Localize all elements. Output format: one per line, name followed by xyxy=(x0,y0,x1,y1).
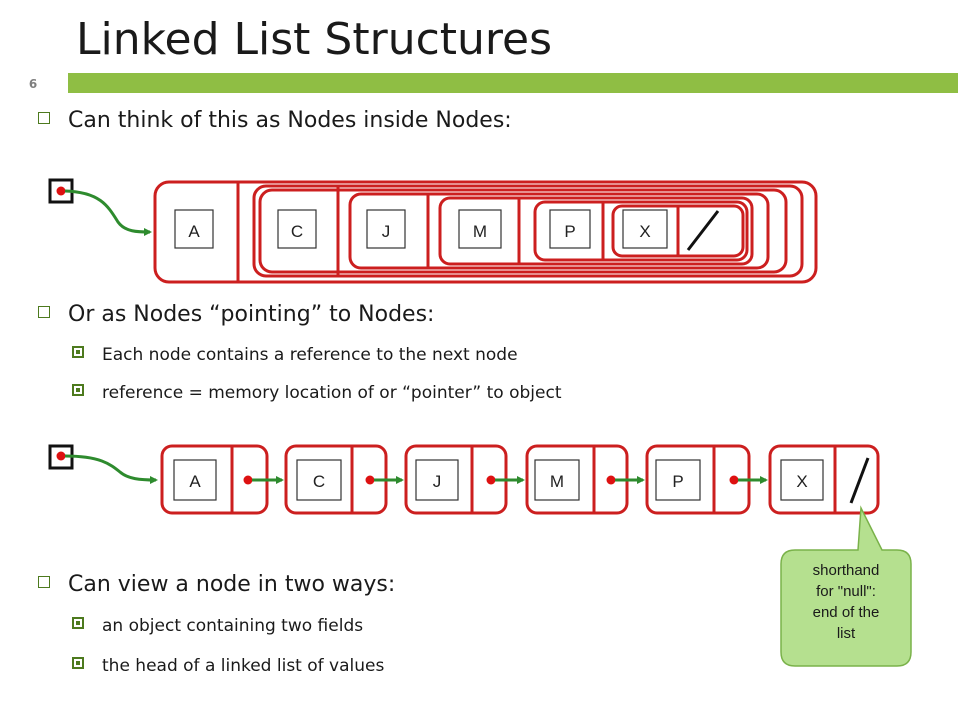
null-callout xyxy=(780,505,912,667)
pointer-diagram: A C J M xyxy=(48,444,880,515)
callout-line: shorthand xyxy=(812,562,880,579)
bullet-text: reference = memory location of or “point… xyxy=(102,383,562,403)
callout-line: list xyxy=(836,625,856,642)
bullet-text: Can think of this as Nodes inside Nodes: xyxy=(68,108,512,133)
value-box-P: P xyxy=(549,209,591,249)
null-slash-icon xyxy=(686,210,720,251)
value-label: J xyxy=(382,222,391,241)
callout-text: shorthand for "null": end of the list xyxy=(781,560,911,644)
value-label: X xyxy=(796,472,807,491)
head-arrow xyxy=(64,189,152,236)
callout-line: end of the xyxy=(812,604,880,621)
sub-bullet-square-icon xyxy=(72,657,84,669)
sub-bullet-square-icon xyxy=(72,346,84,358)
value-label: M xyxy=(473,222,487,241)
value-label: M xyxy=(550,472,564,491)
next-pointer-dot xyxy=(606,475,616,485)
value-label: A xyxy=(188,222,200,241)
head-pointer-dot xyxy=(56,451,66,461)
sub-bullet-square-icon xyxy=(72,617,84,629)
slide-title: Linked List Structures xyxy=(76,14,553,65)
value-box-C: C xyxy=(277,209,317,249)
bullet-nodes-pointing: Or as Nodes “pointing” to Nodes: xyxy=(38,302,434,327)
bullet-text: an object containing two fields xyxy=(102,616,364,636)
value-label: X xyxy=(639,222,650,241)
slide-number-box: 6 xyxy=(0,73,66,93)
next-pointer-dot xyxy=(243,475,253,485)
value-label: P xyxy=(564,222,575,241)
bullet-square-icon xyxy=(38,112,50,124)
sub-bullet-reference-next: Each node contains a reference to the ne… xyxy=(72,345,518,365)
bullet-text: Or as Nodes “pointing” to Nodes: xyxy=(68,302,435,327)
bullet-square-icon xyxy=(38,576,50,588)
value-box-A: A xyxy=(174,209,214,249)
null-slash-icon xyxy=(849,457,870,504)
value-box-J: J xyxy=(366,209,406,249)
value-label: J xyxy=(433,472,442,491)
next-pointer-dot xyxy=(365,475,375,485)
head-arrow xyxy=(64,454,158,484)
sub-bullet-reference-definition: reference = memory location of or “point… xyxy=(72,383,562,403)
value-box-M: M xyxy=(458,209,502,249)
bullet-nodes-inside-nodes: Can think of this as Nodes inside Nodes: xyxy=(38,108,512,133)
value-label: A xyxy=(189,472,201,491)
next-pointer-dot xyxy=(729,475,739,485)
value-label: C xyxy=(291,222,303,241)
value-label: P xyxy=(672,472,683,491)
head-pointer-dot xyxy=(56,186,66,196)
sub-bullet-square-icon xyxy=(72,384,84,396)
sub-bullet-head-of-list: the head of a linked list of values xyxy=(72,656,384,676)
accent-bar xyxy=(68,73,958,93)
callout-line: for "null": xyxy=(816,583,876,600)
bullet-square-icon xyxy=(38,306,50,318)
value-box-X: X xyxy=(622,209,668,249)
bullet-text: the head of a linked list of values xyxy=(102,656,385,676)
slide-number: 6 xyxy=(28,77,38,91)
value-label: C xyxy=(313,472,325,491)
bullet-text: Can view a node in two ways: xyxy=(68,572,396,597)
sub-bullet-two-fields: an object containing two fields xyxy=(72,616,363,636)
bullet-text: Each node contains a reference to the ne… xyxy=(102,345,518,365)
next-pointer-dot xyxy=(486,475,496,485)
callout-bubble xyxy=(780,505,912,667)
bullet-two-ways: Can view a node in two ways: xyxy=(38,572,395,597)
